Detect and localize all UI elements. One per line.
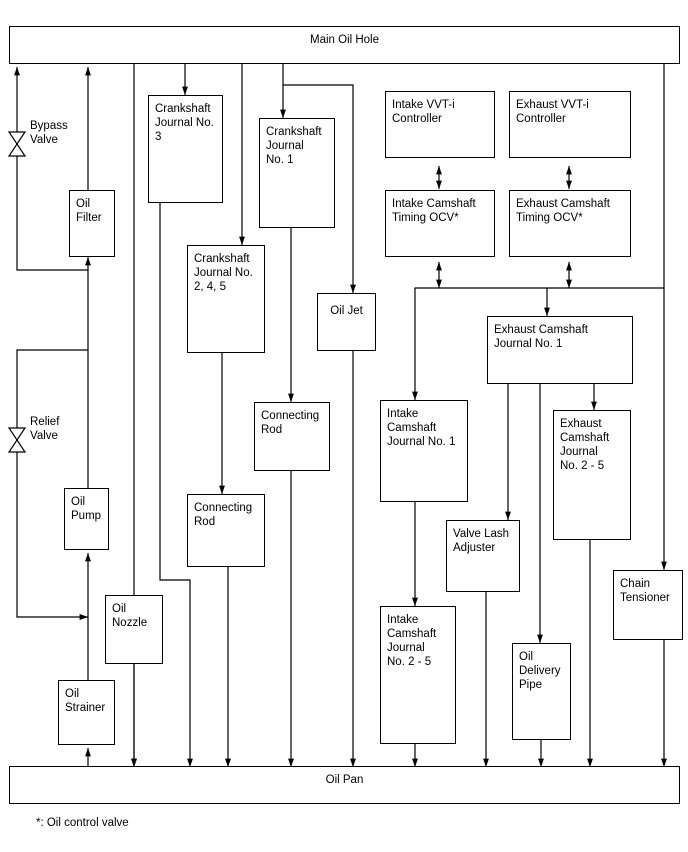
intake-camshaft-timing-ocv: Intake Camshaft Timing OCV* xyxy=(385,190,495,257)
exhaust-vvti-controller: Exhaust VVT-i Controller xyxy=(509,91,631,158)
main-oil-hole: Main Oil Hole xyxy=(9,26,680,64)
valve-lash-adjuster: Valve Lash Adjuster xyxy=(446,520,520,592)
bypass-valve-icon xyxy=(7,131,27,157)
relief-valve-icon xyxy=(7,427,27,453)
relief-line xyxy=(16,349,88,620)
intake-vvti-controller: Intake VVT-i Controller xyxy=(385,91,495,158)
oil-jet: Oil Jet xyxy=(317,293,376,351)
connecting-rod-b: Connecting Rod xyxy=(187,494,265,567)
cj3-to-pan xyxy=(159,202,193,767)
oil-nozzle: Oil Nozzle xyxy=(105,595,163,664)
intake-camshaft-journal-2-5: Intake Camshaft Journal No. 2 - 5 xyxy=(380,606,456,744)
bypass-valve-label: Bypass Valve xyxy=(30,120,68,146)
exhaust-camshaft-timing-ocv: Exhaust Camshaft Timing OCV* xyxy=(509,190,631,257)
footnote: *: Oil control valve xyxy=(36,817,129,829)
exhaust-camshaft-journal-1: Exhaust Camshaft Journal No. 1 xyxy=(487,316,633,384)
chain-tensioner: Chain Tensioner xyxy=(613,570,683,640)
exhaust-camshaft-journal-2-5: Exhaust Camshaft Journal No. 2 - 5 xyxy=(553,410,631,540)
oil-pan: Oil Pan xyxy=(9,766,680,804)
crankshaft-journal-3: Crankshaft Journal No. 3 xyxy=(148,95,223,203)
main-to-cam-branch xyxy=(412,287,664,400)
oil-delivery-pipe: Oil Delivery Pipe xyxy=(512,643,571,740)
relief-valve-label: Relief Valve xyxy=(30,416,60,442)
crankshaft-journal-2-4-5: Crankshaft Journal No. 2, 4, 5 xyxy=(187,245,265,353)
connecting-rod-a: Connecting Rod xyxy=(254,402,330,471)
intake-camshaft-journal-1: Intake Camshaft Journal No. 1 xyxy=(380,400,468,502)
crankshaft-journal-1: Crankshaft Journal No. 1 xyxy=(259,118,335,228)
oil-filter: Oil Filter xyxy=(69,190,115,257)
oil-strainer: Oil Strainer xyxy=(58,680,115,745)
main-to-oiljet xyxy=(283,84,356,293)
oil-pump: Oil Pump xyxy=(64,488,109,550)
